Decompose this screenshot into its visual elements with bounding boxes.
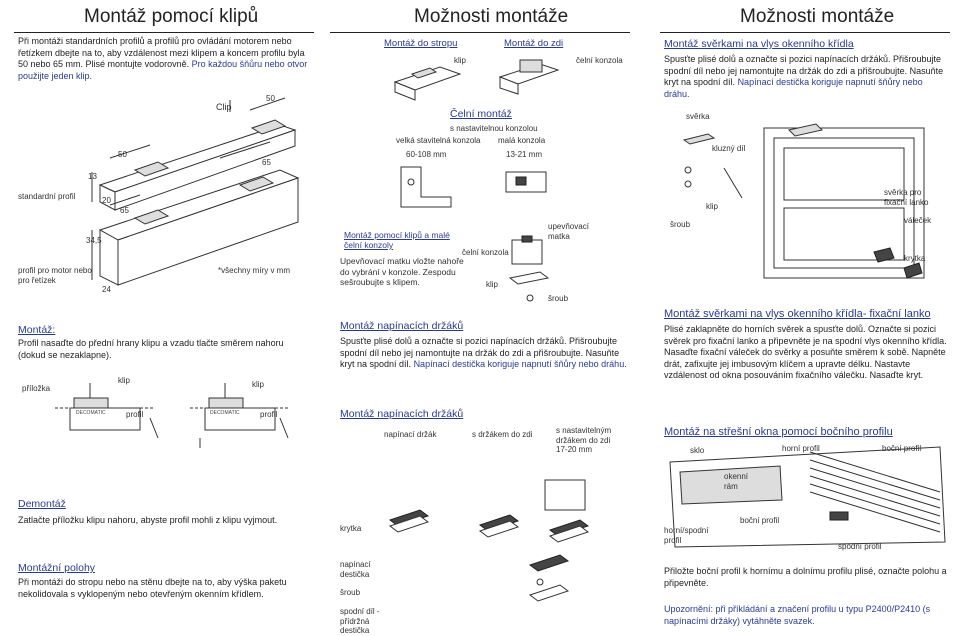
col1-title-rule [14,32,314,33]
dim-20: 20 [102,196,111,205]
label-klip-mid: klip [486,280,499,289]
label-horni-spodni: horní/spodní profil [664,526,709,545]
label-sverka-pro: svěrka pro fixační lanko [884,188,929,207]
fig-klip-1: klip [118,376,131,385]
fig-klip-2: klip [252,380,265,389]
brand-decomatic-1: DECOMATIC [76,410,106,416]
col2-title-rule [330,32,630,33]
label-krytka: krytka [340,524,362,533]
col1-intro: Při montáži standardních profilů a profi… [18,36,308,82]
label-sverka: svěrka [686,112,710,121]
strecha-text: Přiložte boční profil k hornímu a dolním… [664,566,947,588]
col1-intro-black: Při montáži standardních profilů a profi… [18,36,305,69]
col1-title: Montáž pomocí klipů [84,6,259,27]
label-s-nastavitelnou: s nastavitelnou konzolou [450,124,538,133]
nap1-title: Montáž napínacích držáků [340,320,464,332]
col3-title: Možnosti montáže [740,6,895,27]
dim-13: 13 [88,172,97,181]
label-s-nastavitelnym: s nastavitelným držákem do zdi 17-20 mm [556,426,612,454]
label-spodni-profil: spodní profil [838,542,882,551]
col2-title: Možnosti montáže [414,6,569,27]
label-klip-top: klip [454,56,467,65]
upozorneni-text: Upozornění: při příkládání a značení pro… [664,604,931,626]
small-bracket-drawing [508,235,550,302]
label-valecek: váleček [904,216,932,225]
label-sklo: sklo [690,446,705,455]
range-60-108: 60-108 mm [406,150,447,159]
fix-title: Montáž svěrkami na vlys okenního křídla-… [664,308,931,320]
label-krytka-c3: krytka [904,254,926,263]
celni-montaz-heading: Čelní montáž [450,108,512,120]
polohy-heading: Montážní polohy [18,562,96,574]
strop-heading: Montáž do stropu [384,38,458,49]
demontaz-text: Zatlačte příložku klipu nahoru, abyste p… [18,515,278,525]
label-klizny-dil: kluzný díl [712,144,746,153]
strecha-title: Montáž na střešní okna pomocí bočního pr… [664,426,893,438]
label-bocni-profil: boční profil [882,444,922,453]
roof-window-drawing [669,446,946,548]
dim-50-top: 50 [266,94,275,103]
label-spodni-dil: spodní díl - přídržná destička [340,607,380,635]
label-napinaci-drzak: napínací držák [384,430,437,439]
brand-decomatic-2: DECOMATIC [210,410,240,416]
dim-65-left: 65 [120,206,129,215]
label-upevnovaci-matka: upevňovací matka [548,222,589,241]
fix-text: Plisé zaklapněte do horních svěrek a spu… [664,324,947,380]
range-13-21: 13-21 mm [506,150,543,159]
label-okenni-ram: okenní rám [724,472,749,491]
demontaz-heading: Demontáž [18,498,66,510]
col1-intro-blue: Pro každou šňůru nebo otvor použijte jed… [18,59,308,81]
label-velka: velká stavitelná konzola [396,136,481,145]
zed-heading: Montáž do zdi [504,38,564,49]
nap1-text-blue: Napínací destička koriguje napnutí šňůry… [413,359,627,369]
label-standard-profile: standardní profil [18,192,76,201]
nap1-text-black: Spusťte plisé dolů a označte si pozici n… [340,336,620,369]
label-mala: malá konzola [498,136,546,145]
clip-mount-figures [55,383,290,448]
dim-65-right: 65 [262,158,271,167]
label-motor-profile: profil pro motor nebo pro řetízek [18,266,92,285]
mount-options-drawing [393,59,560,101]
montaz-text: Profil nasaďte do přední hrany klipu a v… [18,338,284,360]
label-celni-konzola-mid: čelní konzola [462,248,509,257]
label-bocni-profil-2: boční profil [740,516,780,525]
sverky-text: Spusťte plisé dolů a označte si pozici n… [664,54,949,100]
label-all-mm: *všechny míry v mm [218,266,291,275]
nap2-title: Montáž napínacích držáků [340,408,464,420]
label-s-drzakem: s držákem do zdi [472,430,533,439]
fig-profil-1: profil [126,410,144,419]
montaz-heading: Montáž: [18,324,56,336]
bracket-drawing [400,166,547,208]
fig-profil-2: profil [260,410,278,419]
sverky-text-blue: Napínací destička koriguje napnutí šňůry… [664,77,923,99]
label-sroub-c3: šroub [670,220,691,229]
label-klip-c3: klip [706,202,719,211]
dim-clip-label: Clip [216,102,232,112]
dim-24: 24 [102,285,111,294]
sverky-title: Montáž svěrkami na vlys okenního křídla [664,38,854,50]
col3-title-rule [660,32,950,33]
label-sroub-bottom: šroub [340,588,361,597]
dim-345: 34,5 [86,236,102,245]
label-horni-profil: horní profil [782,444,820,453]
label-celni-konzola-top: čelní konzola [576,56,623,65]
window-clamp-drawing [682,123,925,279]
polohy-text: Při montáži do stropu nebo na stěnu dbej… [18,577,287,599]
fig-priloska: příložka [22,384,51,393]
klipy-male-text: Upevňovací matku vložte nahoře do vybrán… [340,256,464,287]
tension-holder-drawing [388,479,590,602]
sverky-text-black: Spusťte plisé dolů a označte si pozici n… [664,54,944,87]
label-napinaci-desticka: napínací destička [340,560,371,579]
klipy-male-title: Montáž pomocí klipů a malé čelní konzoly [344,230,450,250]
label-sroub-mid: šroub [548,294,569,303]
nap1-text: Spusťte plisé dolů a označte si pozici n… [340,336,635,371]
clip-profile-drawing [91,97,300,286]
dim-50-left: 50 [118,150,127,159]
